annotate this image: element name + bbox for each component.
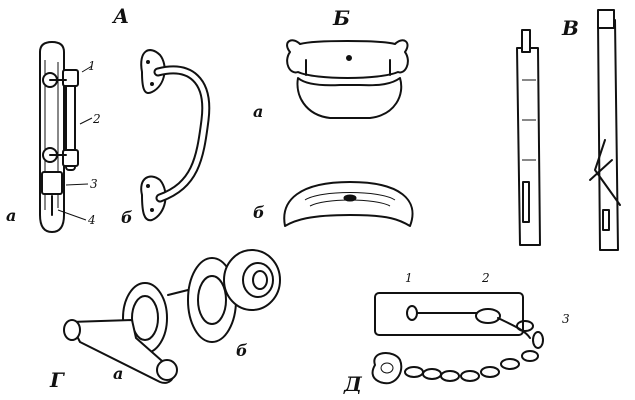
label-a-variant-a: а [6,206,17,225]
label-g-variant-a: а [113,364,124,383]
label-section-d: Д [344,372,362,396]
door-chain [371,292,544,385]
label-section-b: Б [333,6,351,30]
label-a-part-2: 2 [93,112,101,126]
label-g-variant-b: б [236,341,248,360]
label-section-a: А [113,4,130,28]
label-a-variant-b: б [121,208,133,227]
cup-pull [283,181,414,227]
grab-handle [140,49,211,222]
label-a-part-3: 3 [90,177,98,191]
label-section-g: Г [50,368,64,392]
label-a-part-1: 1 [88,59,96,73]
label-b-variant-b: б [253,203,265,222]
door-bolt-on-plate [39,41,93,233]
label-b-variant-a: а [253,102,264,121]
label-d-part-1: 1 [405,271,413,285]
label-a-part-4: 4 [88,213,96,227]
label-section-v: В [562,16,579,40]
label-d-part-2: 2 [482,271,490,285]
lever-handle-and-knob [63,249,281,384]
drop-handle-ornate-plate [286,39,409,119]
label-d-part-3: 3 [562,312,570,326]
flush-bolts [516,9,621,251]
